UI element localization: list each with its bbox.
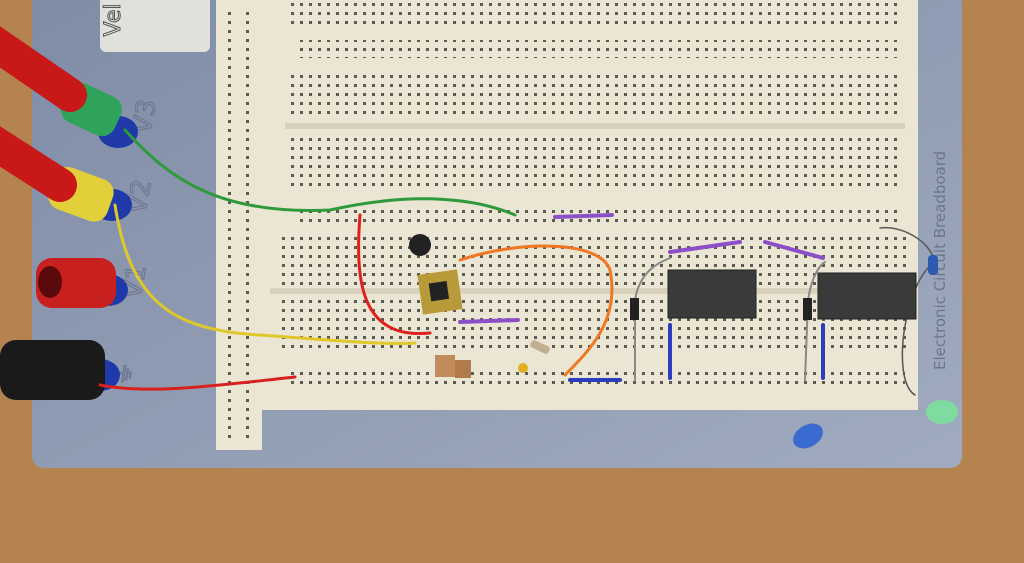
capacitor-2 bbox=[455, 360, 471, 378]
wire-orange bbox=[458, 244, 614, 377]
wire-green bbox=[123, 128, 517, 217]
resistor-blue bbox=[928, 255, 938, 275]
brand-label: Vel bbox=[100, 0, 210, 52]
wire-yellow bbox=[113, 203, 417, 345]
probe-red-2[interactable] bbox=[0, 126, 77, 202]
wire-purple-1 bbox=[553, 213, 614, 219]
capacitor-ceramic bbox=[518, 363, 528, 373]
diode-2 bbox=[803, 298, 812, 320]
terminal-ground[interactable] bbox=[0, 340, 120, 400]
power-rail-left bbox=[216, 0, 262, 450]
wire-red bbox=[357, 213, 432, 335]
wire-purple-4 bbox=[458, 318, 520, 324]
wire-purple-2 bbox=[668, 240, 742, 254]
terminal-v1[interactable] bbox=[36, 258, 128, 308]
led-green bbox=[926, 400, 958, 424]
probe-red-1[interactable] bbox=[0, 26, 87, 112]
buzzer bbox=[409, 234, 431, 256]
relay-2 bbox=[817, 272, 917, 320]
led-blue bbox=[793, 423, 823, 449]
capacitor-1 bbox=[435, 355, 455, 377]
wire-red-ground bbox=[98, 375, 297, 391]
diode-1 bbox=[630, 298, 639, 320]
wire-purple-3 bbox=[763, 240, 825, 260]
board-side-text: Electronic Circuit Breadboard bbox=[931, 151, 949, 370]
brand-text: Vel bbox=[101, 4, 126, 37]
resistor bbox=[530, 340, 550, 354]
relay-1 bbox=[667, 269, 757, 319]
